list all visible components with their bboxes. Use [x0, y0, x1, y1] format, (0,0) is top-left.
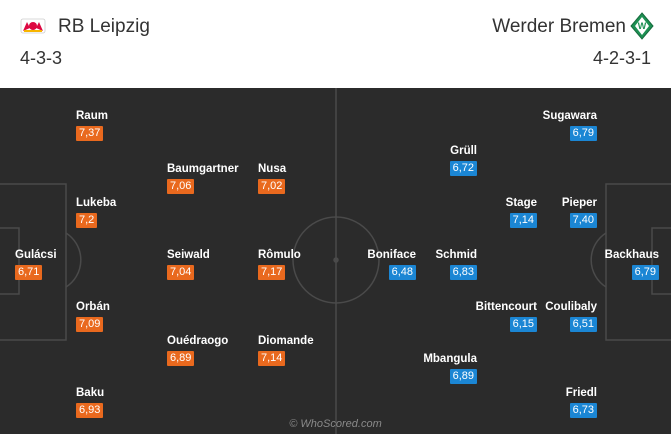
player-name: Boniface: [367, 249, 416, 261]
player-rating: 6,51: [569, 317, 597, 332]
player-name: Gulácsi: [15, 249, 57, 261]
player-rating: 7,14: [509, 213, 537, 228]
player-rating: 7,17: [258, 265, 286, 280]
player-rating: 6,73: [569, 403, 597, 418]
player-name: Baku: [76, 387, 105, 399]
away-player-boniface[interactable]: Boniface 6,48: [346, 248, 416, 280]
player-name: Raum: [76, 110, 108, 122]
away-formation: 4-2-3-1: [592, 48, 651, 68]
pitch-markings: [0, 88, 671, 434]
match-header: RB Leipzig 4-3-3 Werder Bremen W 4-2-3-1: [0, 0, 671, 88]
player-rating: 6,79: [569, 126, 597, 141]
player-rating: 7,14: [258, 351, 286, 366]
player-name: Backhaus: [604, 249, 659, 261]
player-name: Seiwald: [167, 249, 210, 261]
player-rating: 7,02: [258, 179, 286, 194]
home-player-baku[interactable]: Baku 6,93: [76, 386, 146, 418]
player-name: Rômulo: [258, 249, 301, 261]
player-rating: 6,83: [449, 265, 477, 280]
player-name: Coulibaly: [545, 301, 597, 313]
rb-leipzig-crest-icon: [20, 16, 46, 36]
home-player-gulacsi[interactable]: Gulácsi 6,71: [15, 248, 85, 280]
away-player-sugawara[interactable]: Sugawara 6,79: [527, 109, 597, 141]
home-player-lukeba[interactable]: Lukeba 7,2: [76, 196, 146, 228]
home-player-orban[interactable]: Orbán 7,09: [76, 300, 146, 332]
player-rating: 7,04: [167, 265, 195, 280]
player-rating: 6,79: [631, 265, 659, 280]
player-name: Baumgartner: [167, 163, 239, 175]
player-name: Grüll: [450, 145, 477, 157]
home-team-name[interactable]: RB Leipzig: [58, 16, 150, 37]
player-rating: 6,15: [509, 317, 537, 332]
whoscored-watermark: © WhoScored.com: [289, 418, 382, 430]
home-player-seiwald[interactable]: Seiwald 7,04: [167, 248, 237, 280]
player-rating: 6,93: [76, 403, 104, 418]
player-rating: 6,89: [167, 351, 195, 366]
player-rating: 6,48: [388, 265, 416, 280]
player-name: Stage: [505, 197, 537, 209]
player-rating: 6,72: [449, 161, 477, 176]
player-name: Mbangula: [423, 353, 477, 365]
player-rating: 7,2: [76, 213, 98, 228]
away-team-name[interactable]: Werder Bremen: [492, 16, 626, 37]
player-name: Ouédraogo: [167, 335, 229, 347]
away-player-grull[interactable]: Grüll 6,72: [407, 144, 477, 176]
away-player-pieper[interactable]: Pieper 7,40: [527, 196, 597, 228]
home-player-diomande[interactable]: Diomande 7,14: [258, 334, 328, 366]
player-rating: 6,89: [449, 369, 477, 384]
away-player-stage[interactable]: Stage 7,14: [467, 196, 537, 228]
away-player-bittencourt[interactable]: Bittencourt 6,15: [467, 300, 537, 332]
player-name: Nusa: [258, 163, 287, 175]
player-name: Orbán: [76, 301, 110, 313]
player-rating: 7,06: [167, 179, 195, 194]
away-player-schmid[interactable]: Schmid 6,83: [407, 248, 477, 280]
player-rating: 7,37: [76, 126, 104, 141]
player-rating: 6,71: [15, 265, 43, 280]
home-player-ouedraogo[interactable]: Ouédraogo 6,89: [167, 334, 237, 366]
away-player-mbangula[interactable]: Mbangula 6,89: [407, 352, 477, 384]
player-name: Bittencourt: [475, 301, 537, 313]
player-rating: 7,40: [569, 213, 597, 228]
away-player-coulibaly[interactable]: Coulibaly 6,51: [527, 300, 597, 332]
svg-text:W: W: [638, 21, 647, 31]
pitch: Raum 7,37 Baumgartner 7,06 Nusa 7,02 Luk…: [0, 88, 671, 434]
player-name: Diomande: [258, 335, 314, 347]
werder-bremen-crest-icon: W: [630, 12, 654, 40]
away-player-friedl[interactable]: Friedl 6,73: [527, 386, 597, 418]
player-name: Pieper: [561, 197, 597, 209]
home-player-baumgartner[interactable]: Baumgartner 7,06: [167, 162, 239, 194]
away-player-backhaus[interactable]: Backhaus 6,79: [589, 248, 659, 280]
home-player-nusa[interactable]: Nusa 7,02: [258, 162, 328, 194]
player-name: Sugawara: [542, 110, 597, 122]
home-player-raum[interactable]: Raum 7,37: [76, 109, 146, 141]
home-formation: 4-3-3: [20, 48, 63, 68]
player-rating: 7,09: [76, 317, 104, 332]
player-name: Lukeba: [76, 197, 117, 209]
home-player-romulo[interactable]: Rômulo 7,17: [258, 248, 328, 280]
player-name: Friedl: [565, 387, 597, 399]
player-name: Schmid: [435, 249, 477, 261]
